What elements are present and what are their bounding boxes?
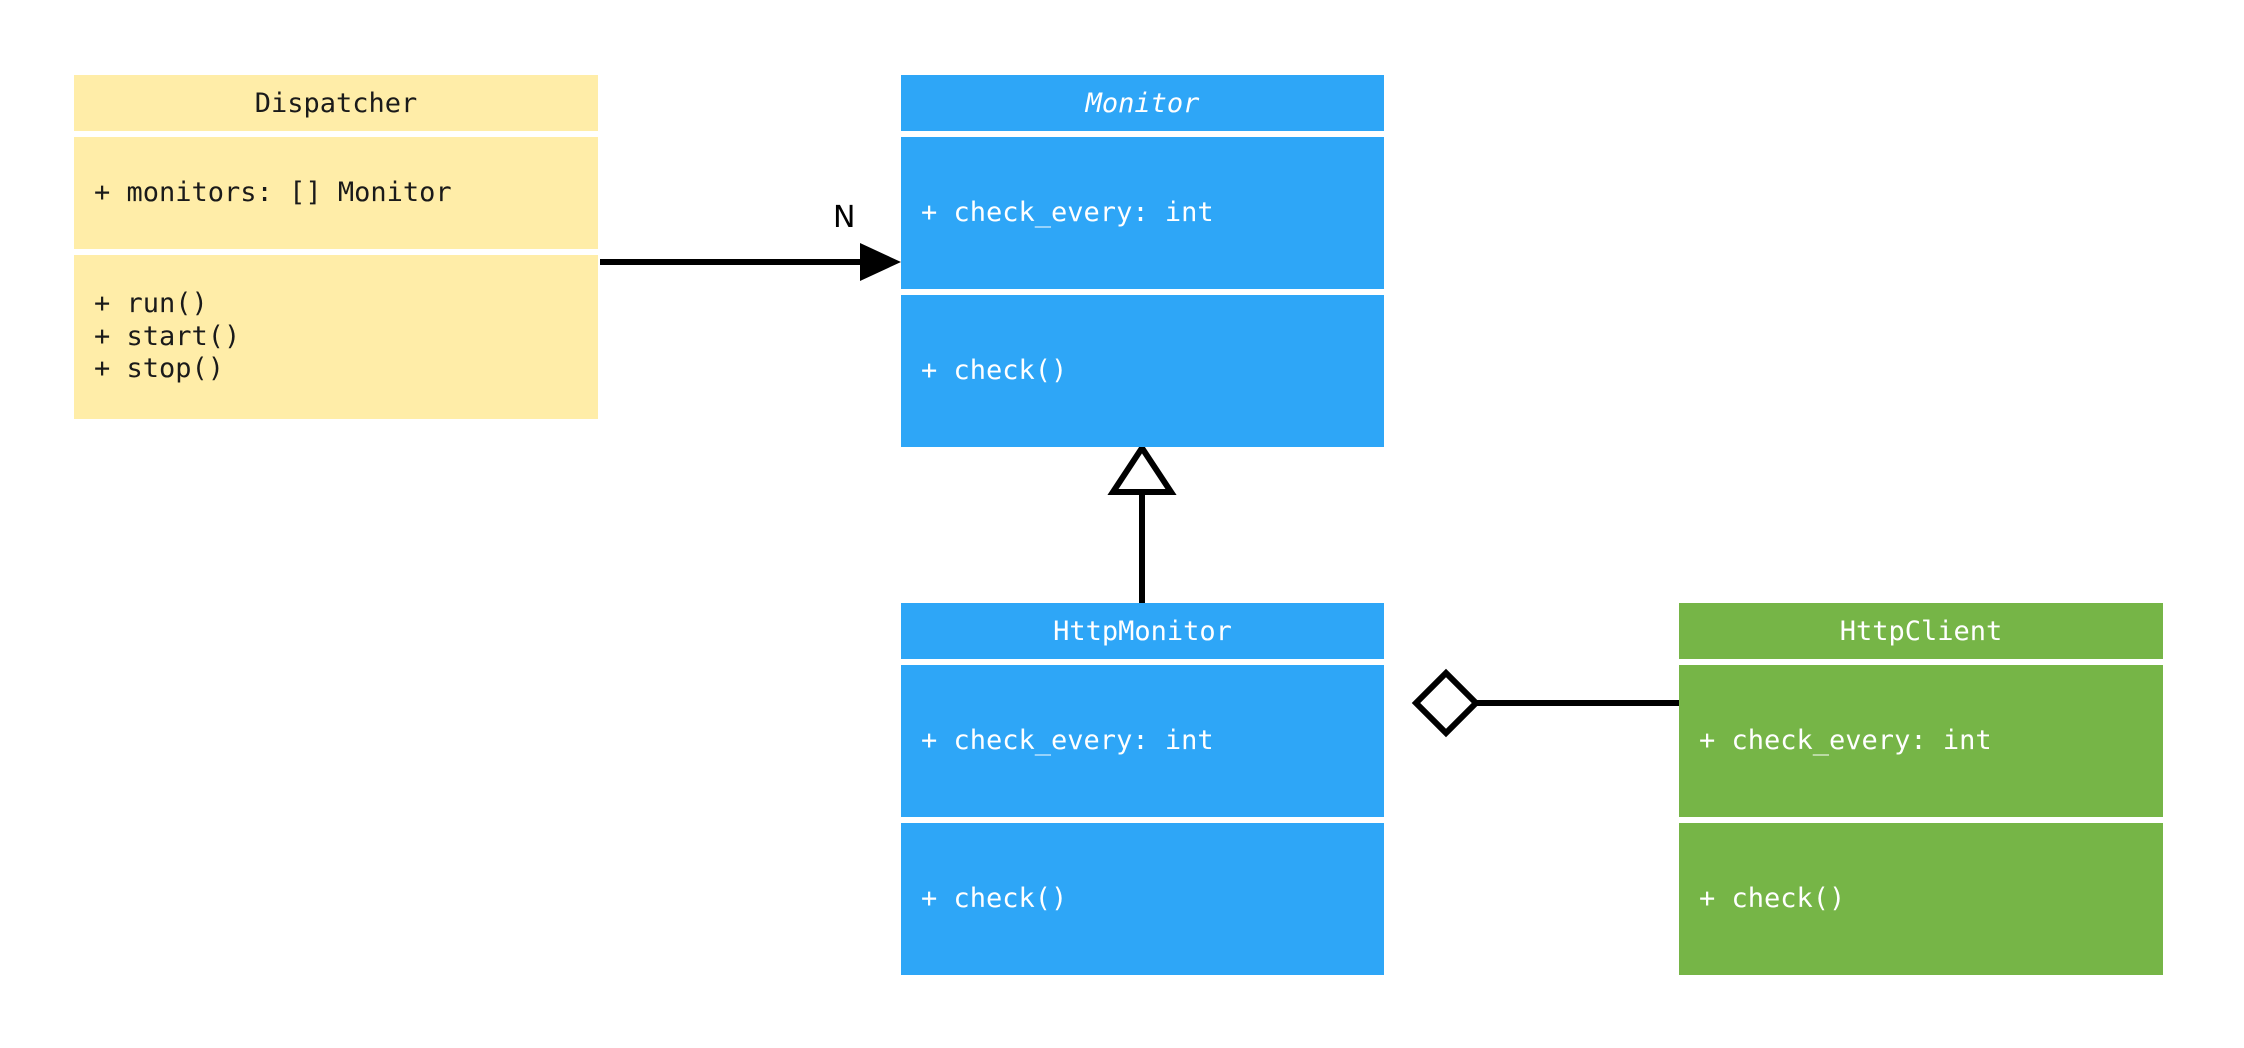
hollow-triangle-icon (1107, 442, 1177, 495)
class-attributes-monitor: + check_every: int (901, 137, 1384, 289)
attribute-row: + monitors: [] Monitor (94, 176, 452, 208)
relation-httpmonitor-to-httpclient (1411, 668, 1679, 738)
class-title-dispatcher: Dispatcher (74, 75, 598, 131)
class-methods-dispatcher: + run() + start() + stop() (74, 255, 598, 419)
class-attributes-dispatcher: + monitors: [] Monitor (74, 137, 598, 249)
class-title-http-client: HttpClient (1679, 603, 2163, 659)
class-box-monitor[interactable]: Monitor + check_every: int + check() (901, 75, 1384, 447)
attribute-row: + check_every: int (921, 196, 1214, 228)
class-box-http-client[interactable]: HttpClient + check_every: int + check() (1679, 603, 2163, 975)
relation-httpmonitor-to-monitor (1107, 442, 1177, 603)
class-attributes-http-monitor: + check_every: int (901, 665, 1384, 817)
class-title-monitor: Monitor (901, 75, 1384, 131)
attribute-row: + check_every: int (921, 724, 1214, 756)
class-attributes-http-client: + check_every: int (1679, 665, 2163, 817)
class-methods-monitor: + check() (901, 295, 1384, 447)
method-row: + check() (921, 882, 1068, 914)
attribute-row: + check_every: int (1699, 724, 1992, 756)
method-row: + stop() (94, 353, 225, 385)
class-box-http-monitor[interactable]: HttpMonitor + check_every: int + check() (901, 603, 1384, 975)
filled-arrow-icon (860, 243, 901, 281)
class-methods-http-monitor: + check() (901, 823, 1384, 975)
hollow-diamond-icon (1411, 668, 1481, 738)
relation-dispatcher-to-monitor (600, 243, 901, 281)
class-methods-http-client: + check() (1679, 823, 2163, 975)
method-row: + run() (94, 287, 208, 319)
class-box-dispatcher[interactable]: Dispatcher + monitors: [] Monitor + run(… (74, 75, 598, 419)
method-row: + check() (921, 354, 1068, 386)
relation-label-multiplicity: N (833, 200, 856, 235)
method-row: + start() (94, 320, 241, 352)
class-title-http-monitor: HttpMonitor (901, 603, 1384, 659)
method-row: + check() (1699, 882, 1846, 914)
